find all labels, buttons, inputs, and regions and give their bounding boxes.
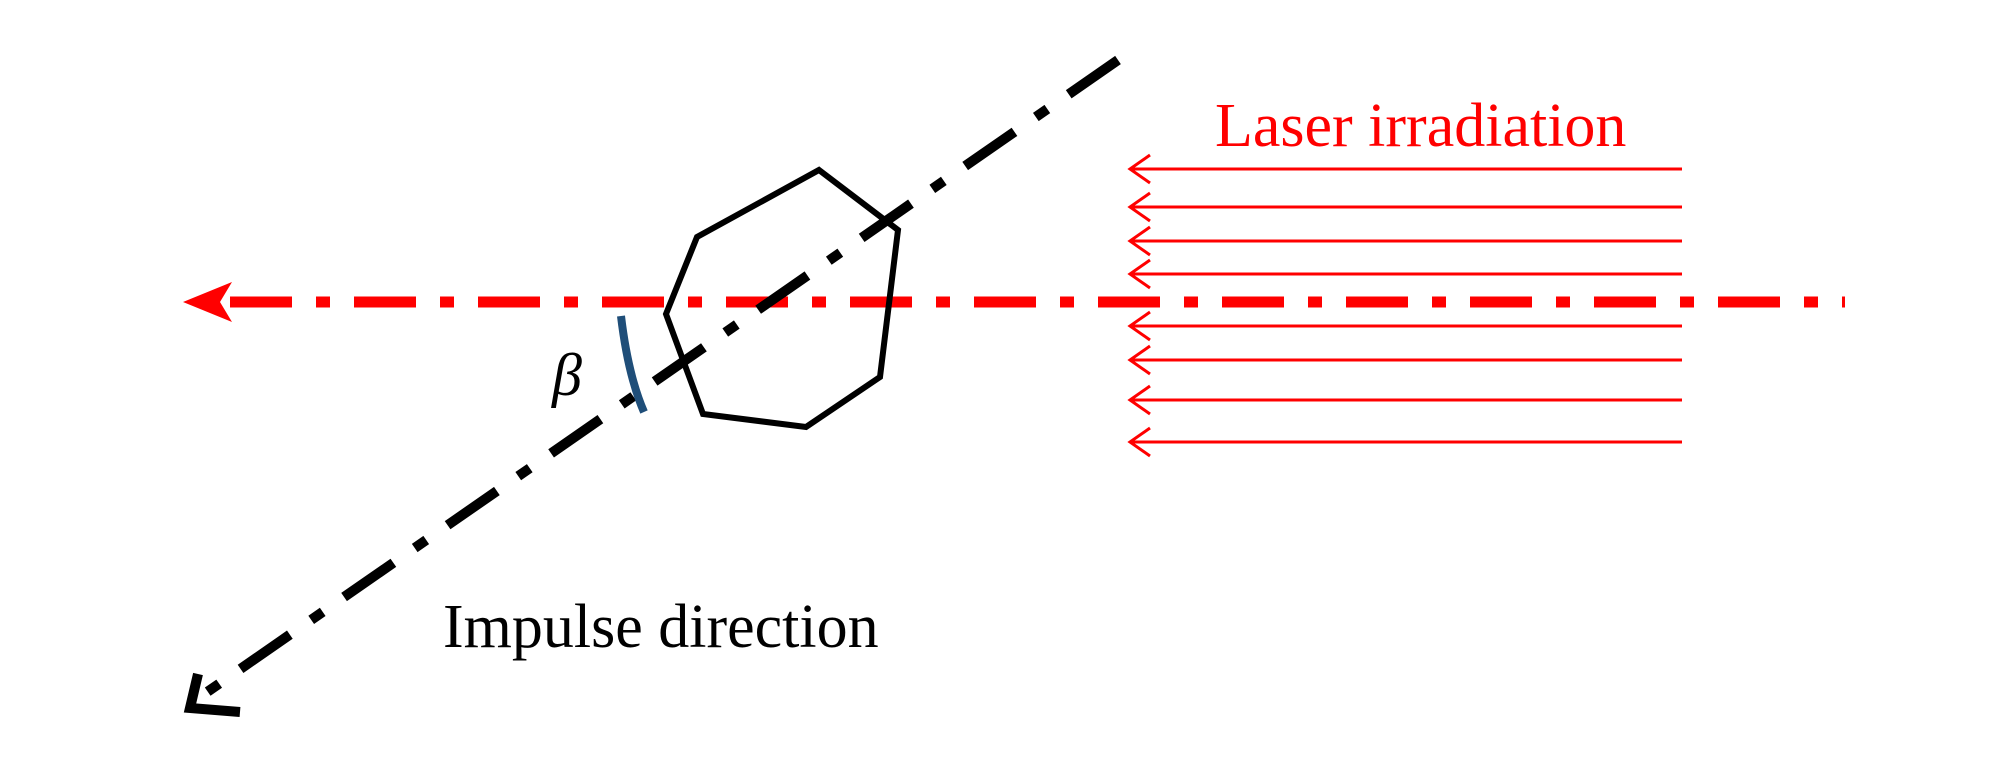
laser-irradiation-label: Laser irradiation: [1215, 92, 1626, 160]
laser-ray: [1127, 344, 1682, 376]
angle-arc: [617, 315, 648, 414]
laser-ray: [1127, 426, 1682, 458]
laser-rays: [1127, 153, 1682, 458]
laser-ray: [1127, 225, 1682, 257]
laser-ray: [1127, 153, 1682, 185]
laser-ray: [1127, 384, 1682, 416]
particle-outline: [662, 166, 902, 431]
laser-ray: [1127, 258, 1682, 290]
laser-axis: [183, 282, 1845, 322]
laser-axis-arrowhead: [183, 282, 232, 322]
angle-beta-label: β: [551, 342, 582, 408]
impulse-direction-label: Impulse direction: [443, 593, 879, 661]
impulse-axis: [183, 55, 1121, 717]
laser-ray: [1127, 191, 1682, 223]
impulse-axis-arrowhead: [183, 672, 241, 717]
laser-ray: [1127, 310, 1682, 342]
